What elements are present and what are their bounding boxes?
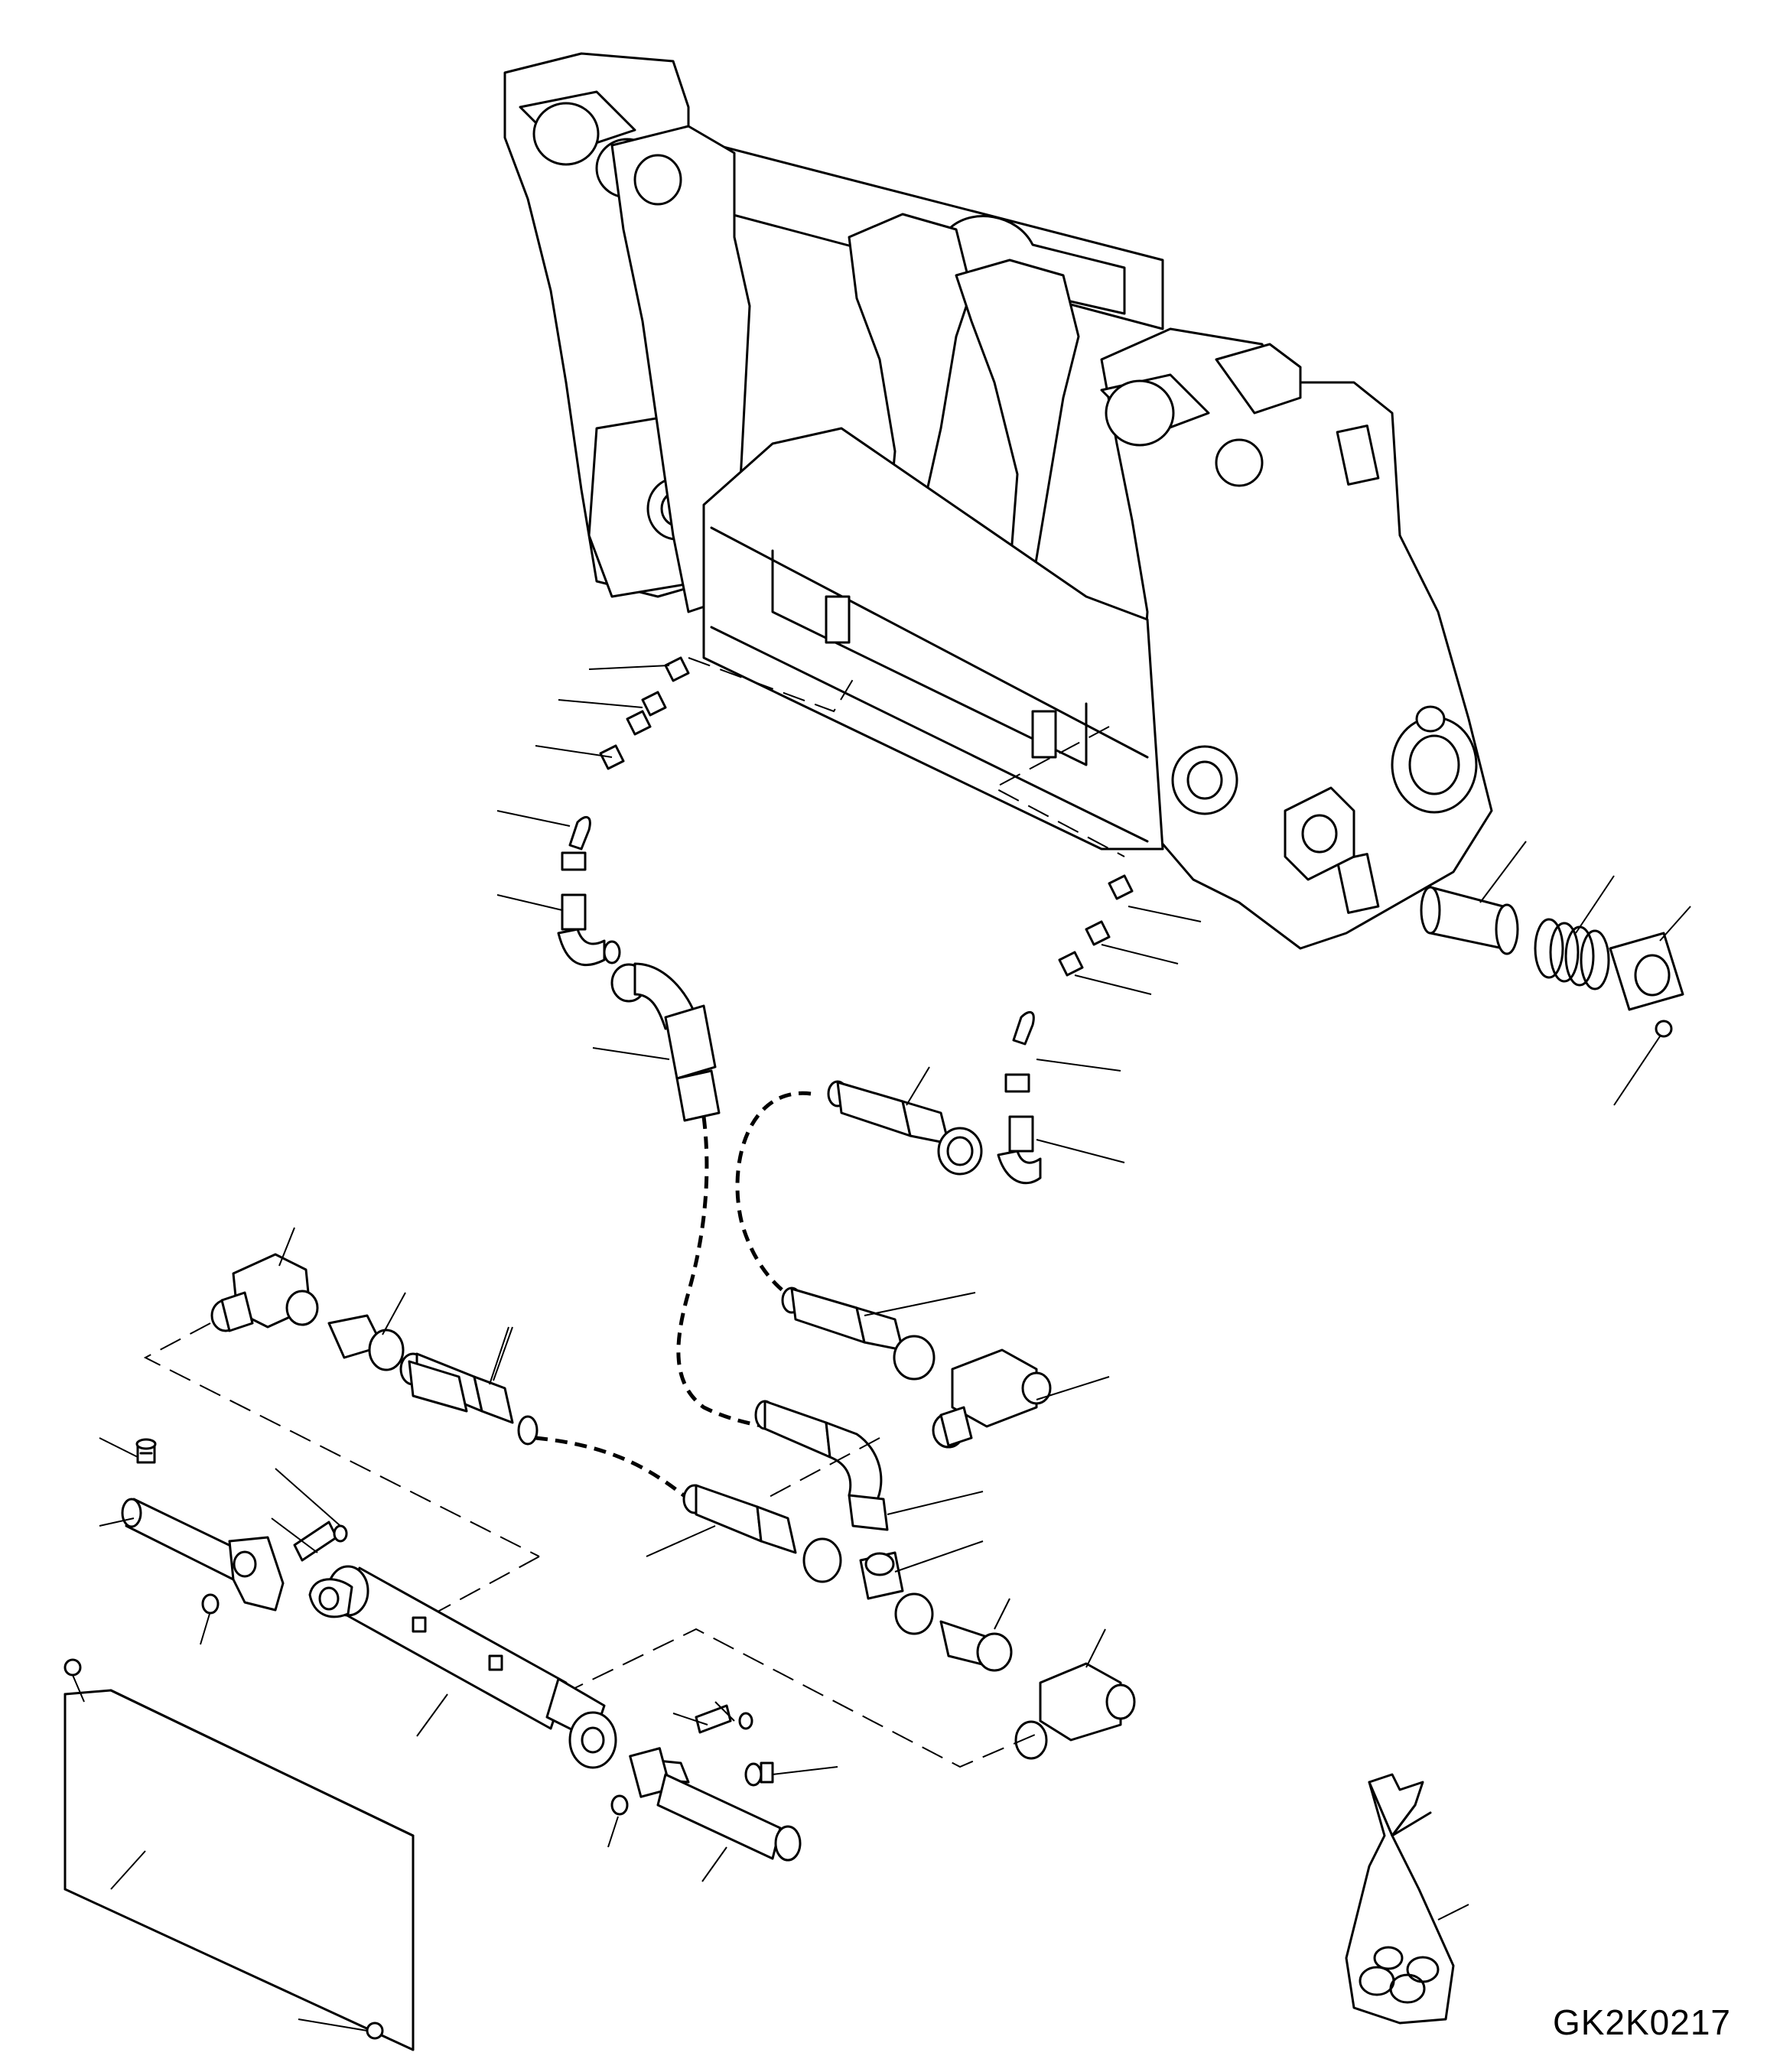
spring bbox=[1534, 875, 1615, 990]
hydraulic-hoses bbox=[399, 962, 984, 1583]
cylinder-pins bbox=[99, 1437, 838, 1882]
tee-blocks bbox=[210, 1227, 1136, 1760]
locking-pin bbox=[1420, 841, 1527, 955]
grease-line-right bbox=[997, 874, 1202, 1185]
retainer-plate bbox=[1609, 906, 1691, 1106]
hydraulic-cylinder bbox=[308, 1565, 617, 1769]
guard-plate bbox=[63, 1658, 415, 2051]
grease-line-left bbox=[496, 656, 690, 967]
drawing-code: GK2K0217 bbox=[1552, 2002, 1731, 2042]
parts-bag bbox=[1345, 1773, 1469, 2025]
coupler-frame bbox=[503, 52, 1493, 950]
locating-lines-upper bbox=[688, 657, 1125, 857]
